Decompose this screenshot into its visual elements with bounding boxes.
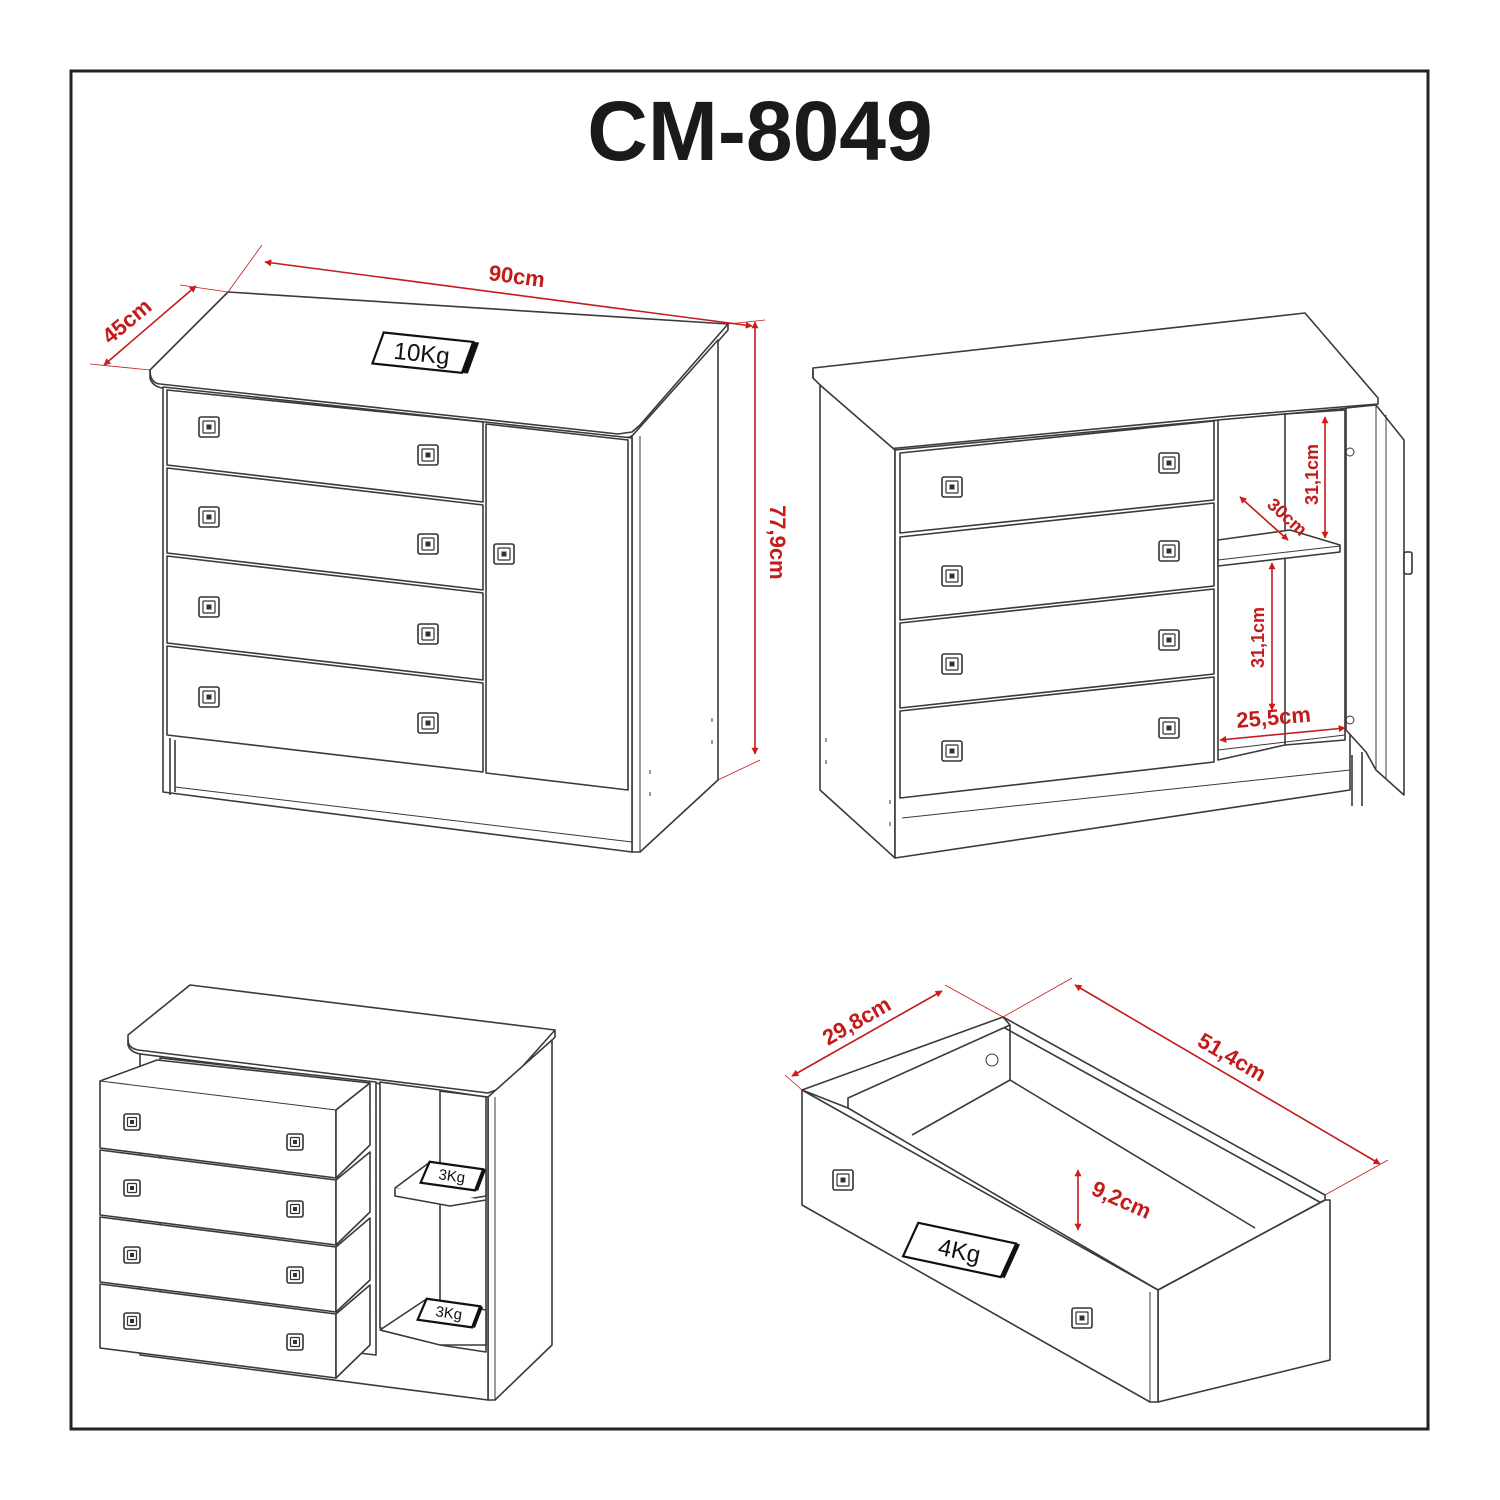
shelf-load-badge-lower: 3Kg	[416, 1297, 484, 1329]
drawer-2-4	[899, 676, 1215, 799]
door	[485, 423, 629, 791]
dim-height-label: 77,9cm	[765, 505, 790, 580]
drawer-3	[166, 555, 484, 681]
drawer-2	[166, 467, 484, 591]
dim-lower-compartment-label: 31,1cm	[1248, 607, 1268, 668]
drawer-2-2	[899, 502, 1215, 621]
dim-depth-line	[103, 285, 197, 366]
model-title: CM-8049	[587, 84, 932, 178]
dim-depth-label: 45cm	[97, 294, 156, 349]
dim-compartment-width-line	[1219, 725, 1346, 743]
view-front-closed: 90cm 45cm 77,9cm 10Kg	[89, 244, 790, 853]
dim-upper-compartment-label: 31,1cm	[1302, 444, 1322, 505]
drawer-stack-2	[899, 420, 1215, 799]
view-open-drawers: 3Kg 3Kg	[99, 984, 556, 1401]
dim-drawer-length-line	[1074, 984, 1381, 1165]
open-door	[1345, 404, 1405, 796]
drawer-stack	[166, 389, 484, 773]
drawer-2-1	[899, 420, 1215, 534]
dim-shelf-depth-line	[1239, 496, 1289, 541]
drawer-1	[166, 389, 484, 503]
sheet-frame	[69, 69, 1430, 1431]
shelf-load-badge-upper: 3Kg	[419, 1160, 487, 1192]
svg-text:10Kg: 10Kg	[392, 338, 451, 371]
dim-drawer-width-line	[791, 990, 943, 1077]
right-side-panel-3	[487, 1039, 553, 1401]
drawer-4	[166, 645, 484, 773]
dim-drawer-height-label: 9,2cm	[1088, 1176, 1155, 1224]
drawer-back-panel	[1002, 1016, 1326, 1206]
dim-width-label: 90cm	[487, 260, 546, 292]
view-drawer-detail: 4Kg 29,8cm 51,4cm 9,2cm	[784, 977, 1389, 1403]
dim-width-line	[264, 259, 753, 329]
drawer-load-badge: 4Kg	[901, 1221, 1021, 1279]
compartment-3	[379, 1081, 441, 1336]
drawer-right-side	[1157, 1199, 1331, 1403]
drawer-2-3	[899, 588, 1215, 709]
svg-text:3Kg: 3Kg	[437, 1166, 466, 1187]
dim-drawer-width-label: 29,8cm	[818, 991, 895, 1050]
left-side-panel-2	[819, 384, 896, 859]
top-load-badge: 10Kg	[370, 331, 480, 375]
svg-text:3Kg: 3Kg	[434, 1303, 463, 1324]
view-front-open-door: 31,1cm 30cm 31,1cm 25,5cm	[812, 312, 1413, 859]
open-drawer-stack	[99, 1059, 371, 1379]
